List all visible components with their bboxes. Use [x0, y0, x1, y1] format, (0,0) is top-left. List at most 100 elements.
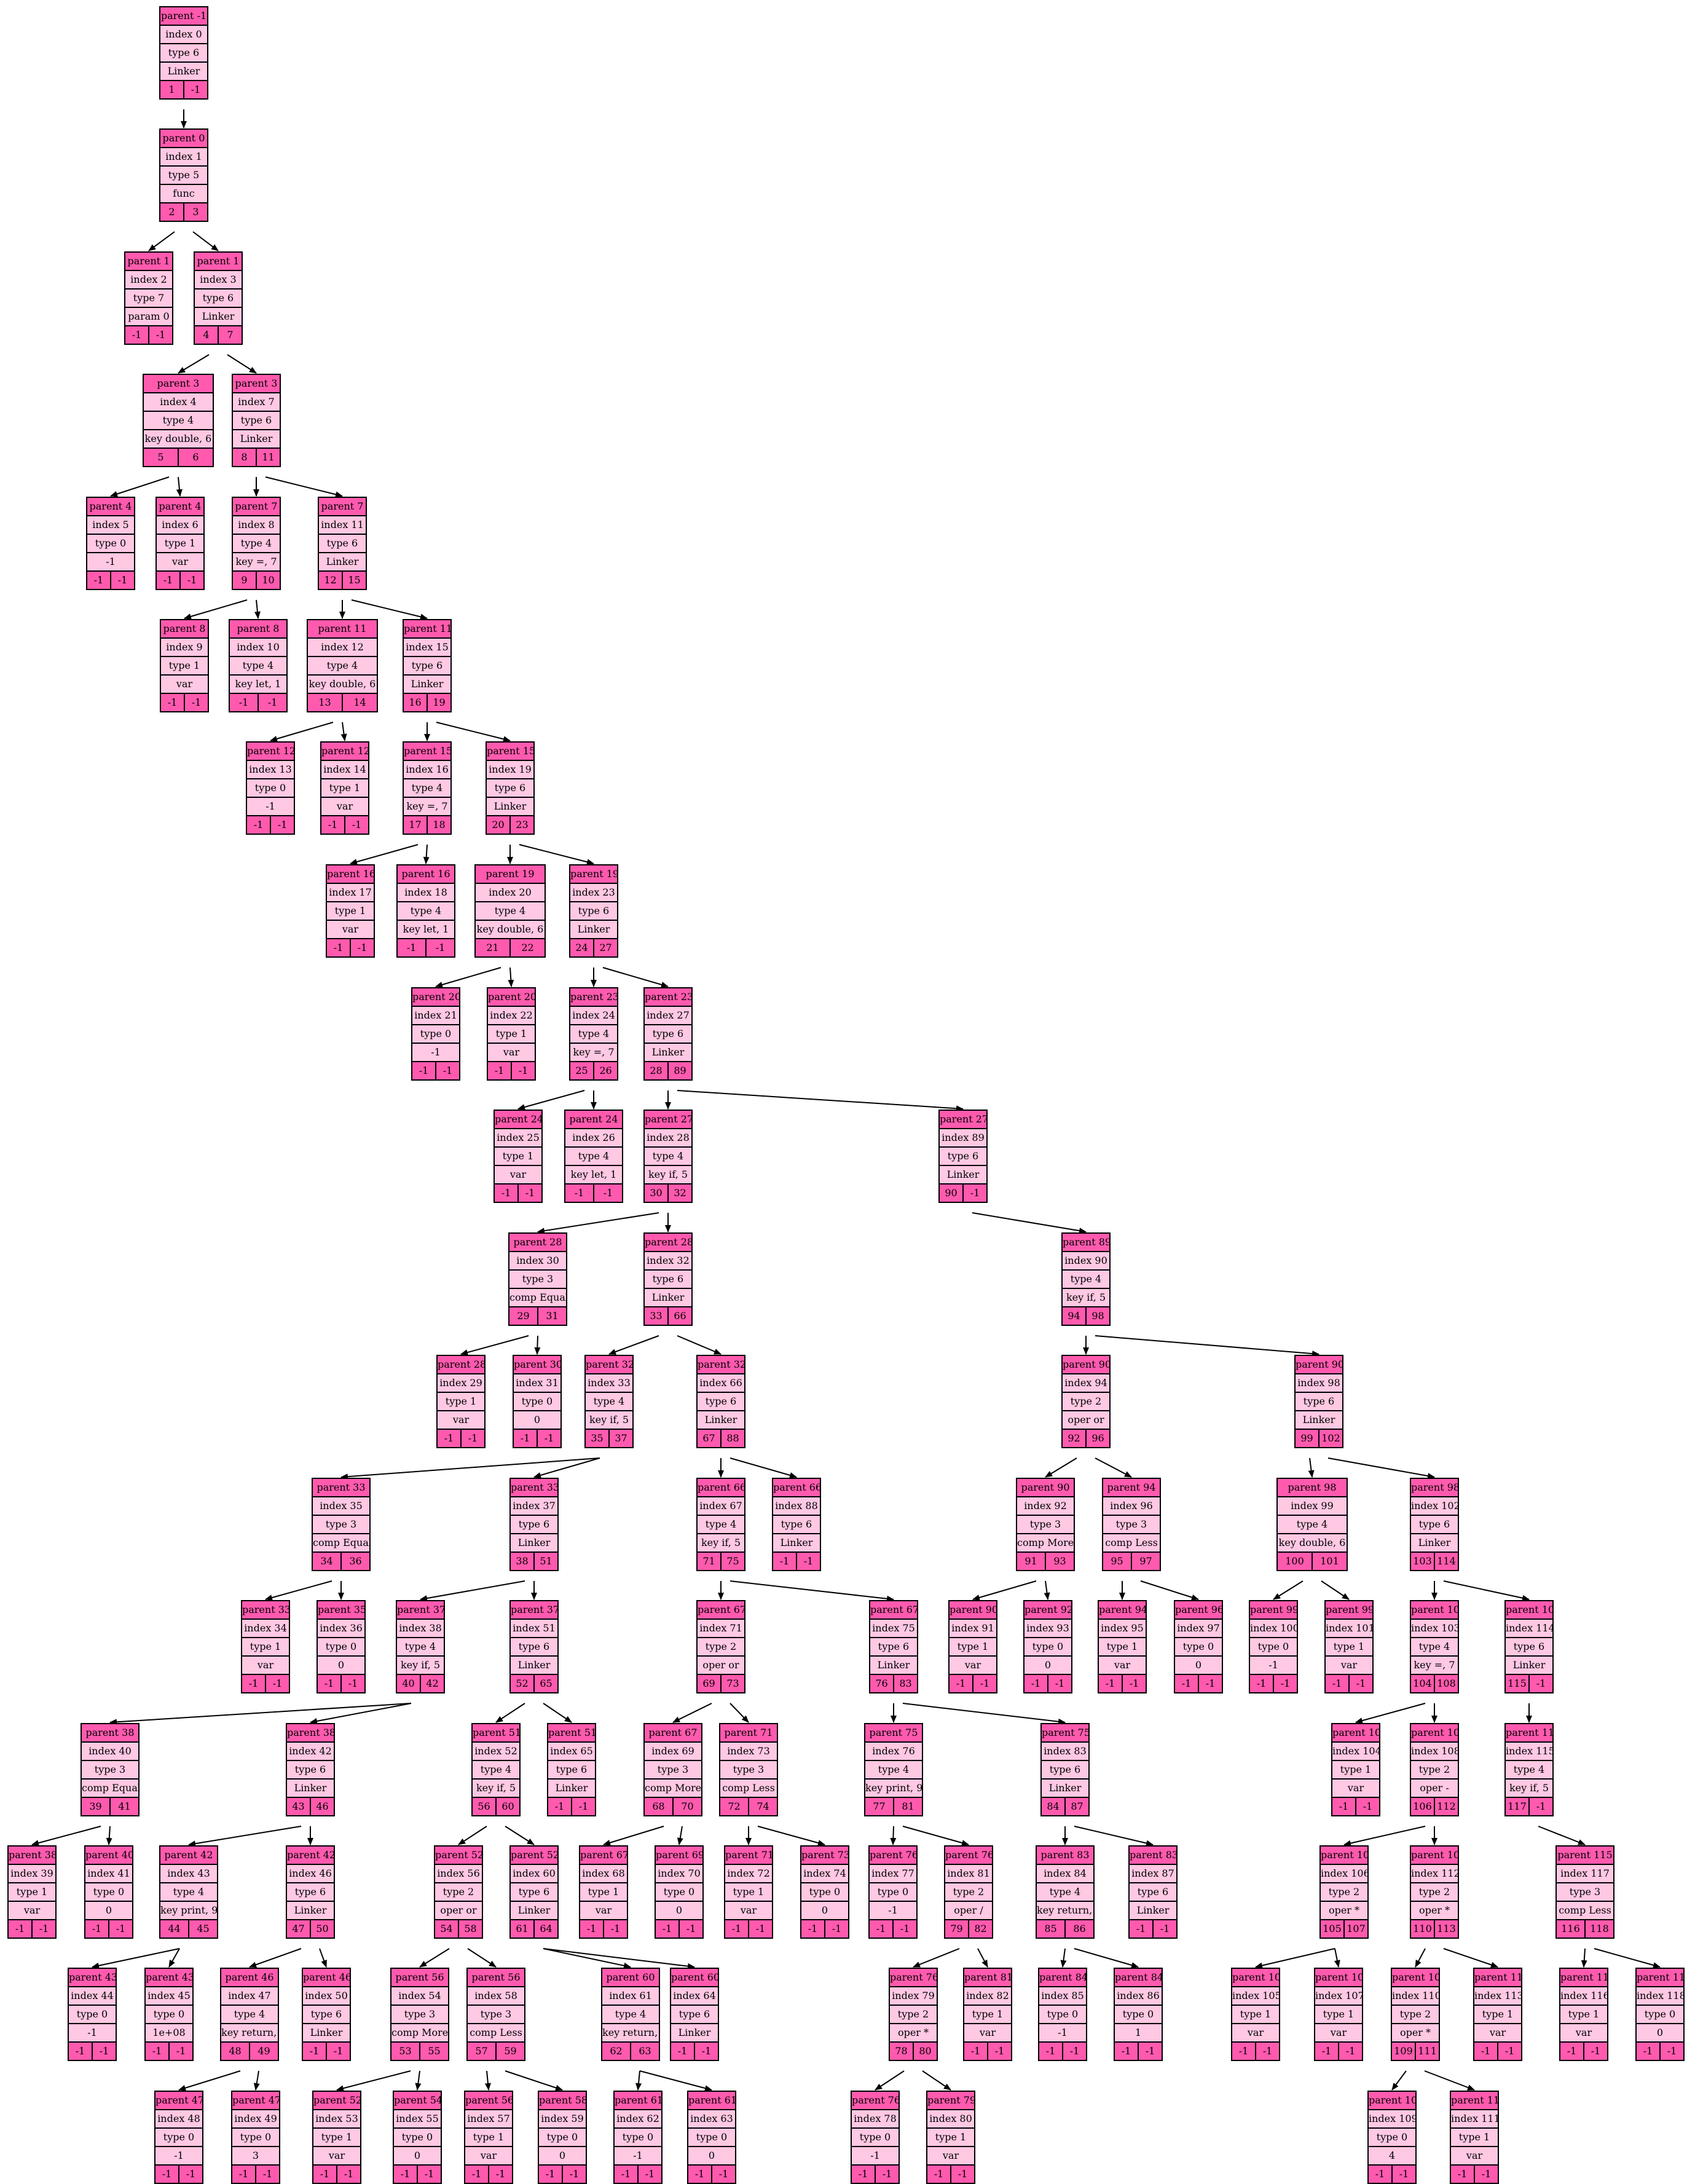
node-type: type 6	[1130, 1882, 1176, 1901]
node-type: type 2	[1321, 1882, 1367, 1901]
node-index: index 115	[1506, 1741, 1552, 1760]
tree-edge	[319, 1948, 327, 1968]
node-type: type 4	[865, 1760, 922, 1778]
node-label: Linker	[511, 1901, 557, 1919]
tree-edge	[1095, 1335, 1319, 1357]
left-child: 92	[1068, 1432, 1080, 1444]
tree-edge	[505, 1826, 535, 1845]
node-parent: parent 33	[511, 1479, 557, 1496]
node-type: type 0	[656, 1882, 702, 1901]
node-parent: parent 90	[1296, 1356, 1342, 1373]
node-label: key if, 5	[698, 1533, 744, 1551]
node-parent: parent 98	[1278, 1479, 1347, 1496]
node-index: index 110	[1392, 1986, 1439, 2005]
left-child: -1	[324, 1677, 334, 1689]
node-index: index 35	[313, 1496, 369, 1515]
left-child: 116	[1561, 1923, 1580, 1934]
node-index: index 109	[1369, 2109, 1415, 2127]
node-type: type 0	[69, 2005, 116, 2023]
node-type: type 0	[1115, 2005, 1162, 2023]
node-type: type 1	[1474, 2005, 1521, 2023]
node-type: type 0	[1369, 2127, 1415, 2146]
right-child: -1	[178, 2166, 202, 2183]
left-child: -1	[1045, 2045, 1056, 2057]
node-parent: parent 66	[698, 1479, 744, 1496]
left-child: -1	[253, 819, 264, 830]
node-children: -1-1	[1326, 1674, 1372, 1692]
node-index: index 70	[656, 1864, 702, 1882]
node-label: 0	[514, 1410, 560, 1429]
tree-edge	[1255, 1948, 1335, 1969]
node-label: key if, 5	[397, 1655, 444, 1674]
left-child: 76	[875, 1677, 888, 1689]
node-label: Linker	[773, 1533, 820, 1551]
tree-edge	[484, 2070, 491, 2091]
node-label: key if, 5	[1506, 1778, 1552, 1797]
tree-edge	[249, 1948, 302, 1968]
right-child: -1	[270, 816, 294, 834]
tree-edge	[340, 1457, 600, 1480]
tree-edge	[1044, 1580, 1050, 1600]
node-children: -1-1	[242, 1674, 289, 1692]
tree-edge	[495, 1703, 525, 1723]
node-type: type 0	[688, 2127, 735, 2146]
node-parent: parent 1	[125, 253, 172, 270]
node-children: -1-1	[927, 2164, 974, 2183]
left-child: 12	[324, 574, 337, 586]
node-children: -1-1	[1115, 2041, 1162, 2060]
node-index: index 49	[232, 2109, 279, 2127]
node-parent: parent 20	[488, 988, 535, 1006]
node-type: type 7	[125, 288, 172, 307]
node-children: -1-1	[1250, 1674, 1297, 1692]
node-parent: parent 90	[1063, 1356, 1109, 1373]
node-type: type 6	[160, 43, 207, 61]
right-child: -1	[1138, 2043, 1162, 2060]
node-type: type 1	[927, 2127, 974, 2146]
node-label: comp More	[391, 2023, 448, 2041]
node-label: oper *	[890, 2023, 937, 2041]
right-child: -1	[340, 1675, 364, 1692]
node-index: index 53	[313, 2109, 360, 2127]
node-children: -1-1	[157, 570, 203, 589]
node-index: index 84	[1037, 1864, 1093, 1882]
left-child: -1	[400, 2168, 411, 2180]
right-child: 36	[340, 1553, 369, 1570]
left-child: 47	[292, 1923, 305, 1934]
left-child: 68	[652, 1800, 665, 1812]
node-index: index 69	[645, 1741, 701, 1760]
node-label: Linker	[511, 1655, 557, 1674]
node-index: index 103	[1411, 1618, 1458, 1637]
left-child: 4	[203, 329, 210, 341]
left-child: -1	[574, 1187, 584, 1199]
left-child: 100	[1285, 1555, 1304, 1567]
left-child: -1	[162, 2168, 172, 2180]
right-child: -1	[326, 2043, 350, 2060]
node-type: type 6	[940, 1146, 986, 1165]
right-child: -1	[425, 939, 454, 956]
node-type: type 3	[1557, 1882, 1613, 1901]
node-index: index 36	[318, 1618, 364, 1637]
node-label: var	[1451, 2146, 1498, 2164]
node-label: 0	[85, 1901, 132, 1919]
